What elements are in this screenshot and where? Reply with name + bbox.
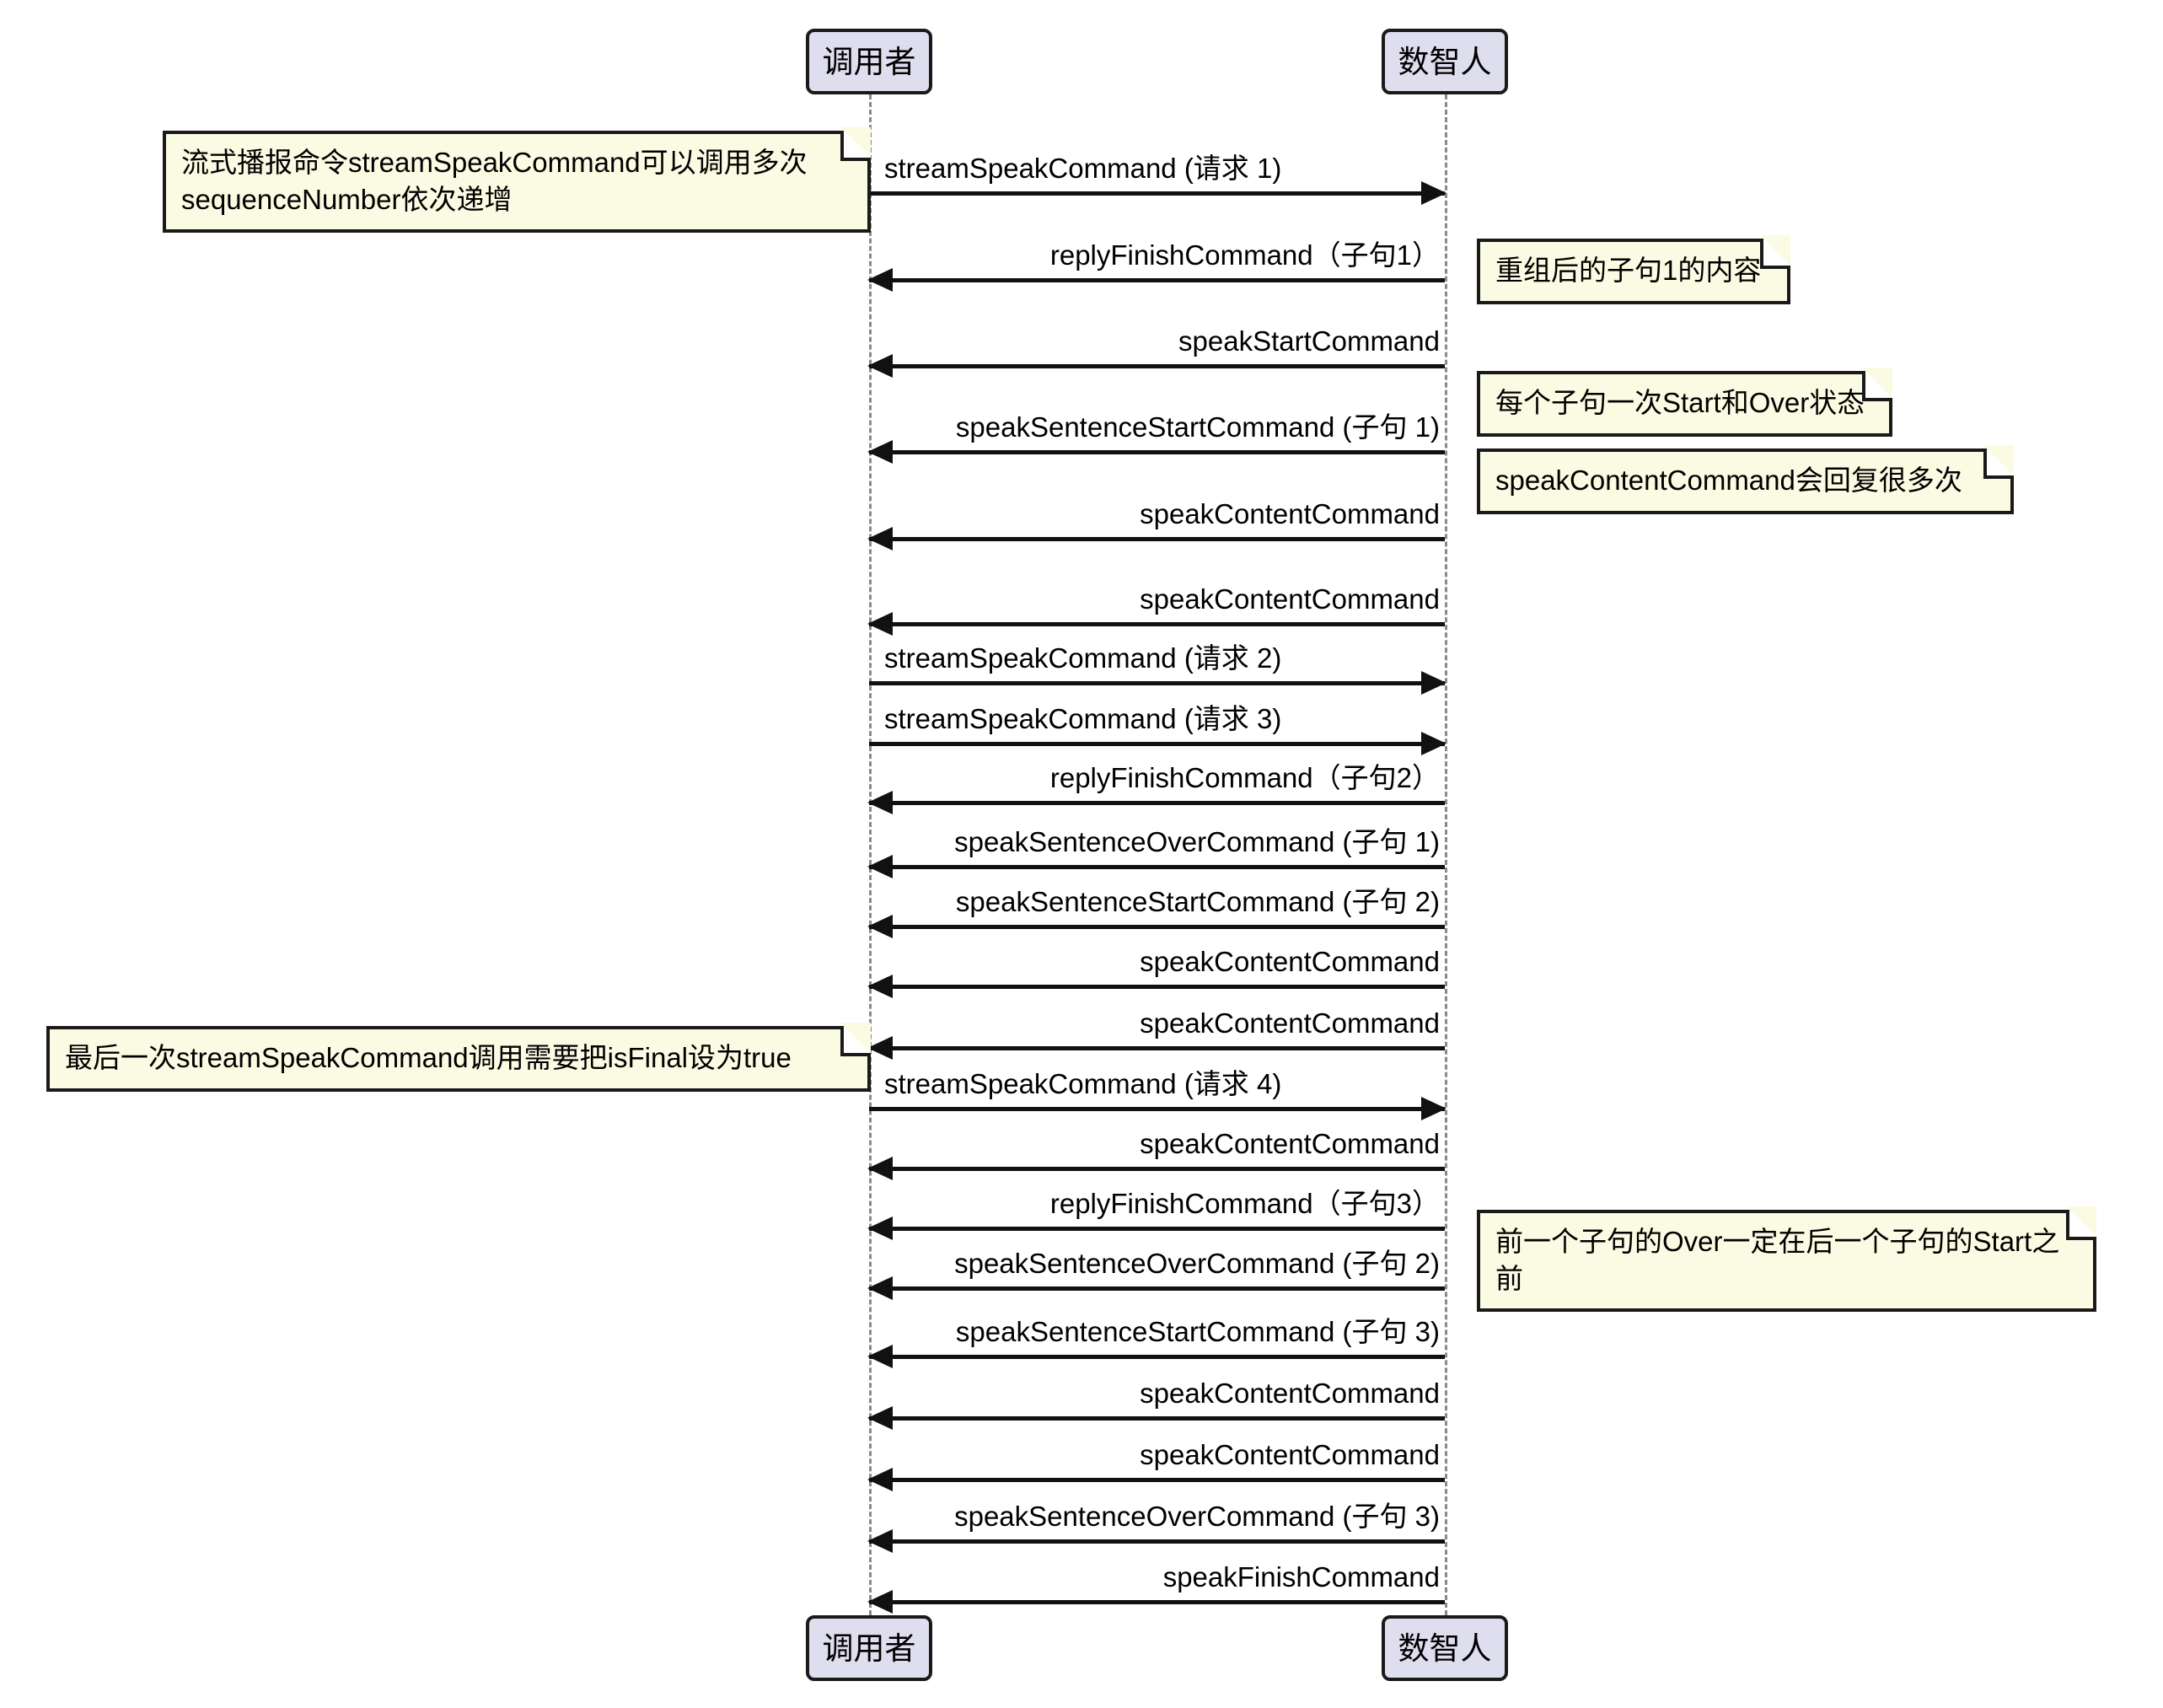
note-fold-corner-icon <box>1983 445 2014 479</box>
arrow-head-icon <box>1421 1097 1446 1120</box>
participant-caller-bottom[interactable]: 调用者 <box>806 1615 932 1681</box>
note-fold-corner-icon <box>840 127 871 161</box>
message-line <box>869 364 1445 368</box>
message-label: speakSentenceStartCommand (子句 1) <box>955 411 1440 443</box>
note-note-start-over-each: 每个子句一次Start和Over状态 <box>1477 368 1892 437</box>
message-line <box>869 681 1445 685</box>
message-line <box>869 865 1445 869</box>
message-label: streamSpeakCommand (请求 3) <box>884 702 1282 734</box>
message-label: speakStartCommand <box>1178 325 1440 357</box>
arrow-head-icon <box>867 1406 893 1430</box>
message-line <box>869 801 1445 805</box>
message-label: speakSentenceOverCommand (子句 1) <box>954 825 1440 857</box>
message-label: speakContentCommand <box>1140 583 1440 615</box>
arrow-head-icon <box>1421 181 1446 205</box>
message-line <box>869 1416 1445 1421</box>
participant-avatar-bottom[interactable]: 数智人 <box>1382 1615 1508 1681</box>
message-label: speakSentenceOverCommand (子句 3) <box>954 1500 1440 1532</box>
arrow-head-icon <box>1421 732 1446 755</box>
message-line <box>869 622 1445 626</box>
arrow-head-icon <box>867 1590 893 1614</box>
note-note-content-many-times: speakContentCommand会回复很多次 <box>1477 445 2014 514</box>
message-label: streamSpeakCommand (请求 4) <box>884 1067 1282 1099</box>
message-label: speakContentCommand <box>1140 1127 1440 1159</box>
message-label: replyFinishCommand（子句2） <box>1049 761 1440 793</box>
note-fold-corner-icon <box>840 1023 871 1056</box>
message-line <box>869 1046 1445 1050</box>
message-line <box>869 985 1445 989</box>
message-label: speakSentenceStartCommand (子句 3) <box>955 1315 1440 1347</box>
participant-label: 数智人 <box>1398 44 1492 79</box>
arrow-head-icon <box>867 1036 893 1060</box>
message-label: speakContentCommand <box>1140 497 1440 529</box>
message-label: speakContentCommand <box>1140 1007 1440 1039</box>
arrow-head-icon <box>867 915 893 938</box>
message-line <box>869 1478 1445 1482</box>
note-note-stream-multi: 流式播报命令streamSpeakCommand可以调用多次 sequenceN… <box>163 127 871 234</box>
message-label: speakContentCommand <box>1140 1377 1440 1409</box>
arrow-head-icon <box>867 855 893 878</box>
message-line <box>869 1227 1445 1231</box>
arrow-head-icon <box>1421 671 1446 695</box>
message-line <box>869 1539 1445 1544</box>
arrow-head-icon <box>867 527 893 551</box>
message-label: replyFinishCommand（子句1） <box>1049 239 1440 271</box>
note-fold-corner-icon <box>1760 235 1790 269</box>
participant-label: 数智人 <box>1398 1630 1492 1666</box>
arrow-head-icon <box>867 354 893 378</box>
note-note-reassembled-clause1: 重组后的子句1的内容 <box>1477 235 1790 304</box>
arrow-head-icon <box>867 1529 893 1553</box>
participant-caller-top[interactable]: 调用者 <box>806 29 932 94</box>
message-label: speakFinishCommand <box>1162 1560 1440 1593</box>
note-note-over-before-start: 前一个子句的Over一定在后一个子句的Start之前 <box>1477 1206 2096 1313</box>
arrow-head-icon <box>867 791 893 814</box>
note-fold-corner-icon <box>2066 1206 2096 1240</box>
message-label: speakSentenceStartCommand (子句 2) <box>955 885 1440 917</box>
message-line <box>869 1355 1445 1359</box>
arrow-head-icon <box>867 1468 893 1491</box>
participant-label: 调用者 <box>822 44 916 79</box>
message-label: streamSpeakCommand (请求 2) <box>884 642 1282 674</box>
message-label: speakContentCommand <box>1140 945 1440 977</box>
note-note-isfinal-true: 最后一次streamSpeakCommand调用需要把isFinal设为true <box>46 1023 871 1092</box>
message-line <box>869 191 1445 196</box>
message-line <box>869 1286 1445 1291</box>
message-line <box>869 450 1445 454</box>
arrow-head-icon <box>867 268 893 292</box>
lifeline-avatar <box>1445 94 1447 1615</box>
participant-label: 调用者 <box>822 1630 916 1666</box>
participant-avatar-top[interactable]: 数智人 <box>1382 29 1508 94</box>
arrow-head-icon <box>867 1276 893 1300</box>
message-line <box>869 1600 1445 1604</box>
message-label: replyFinishCommand（子句3） <box>1049 1187 1440 1219</box>
arrow-head-icon <box>867 975 893 998</box>
message-line <box>869 925 1445 929</box>
message-line <box>869 537 1445 541</box>
arrow-head-icon <box>867 1157 893 1180</box>
message-line <box>869 1167 1445 1171</box>
message-label: speakSentenceOverCommand (子句 2) <box>954 1247 1440 1279</box>
arrow-head-icon <box>867 1217 893 1240</box>
message-line <box>869 742 1445 746</box>
message-label: streamSpeakCommand (请求 1) <box>884 152 1282 184</box>
message-label: speakContentCommand <box>1140 1438 1440 1470</box>
message-line <box>869 278 1445 282</box>
arrow-head-icon <box>867 612 893 636</box>
arrow-head-icon <box>867 1345 893 1368</box>
message-line <box>869 1107 1445 1111</box>
note-fold-corner-icon <box>1862 368 1892 401</box>
arrow-head-icon <box>867 440 893 464</box>
